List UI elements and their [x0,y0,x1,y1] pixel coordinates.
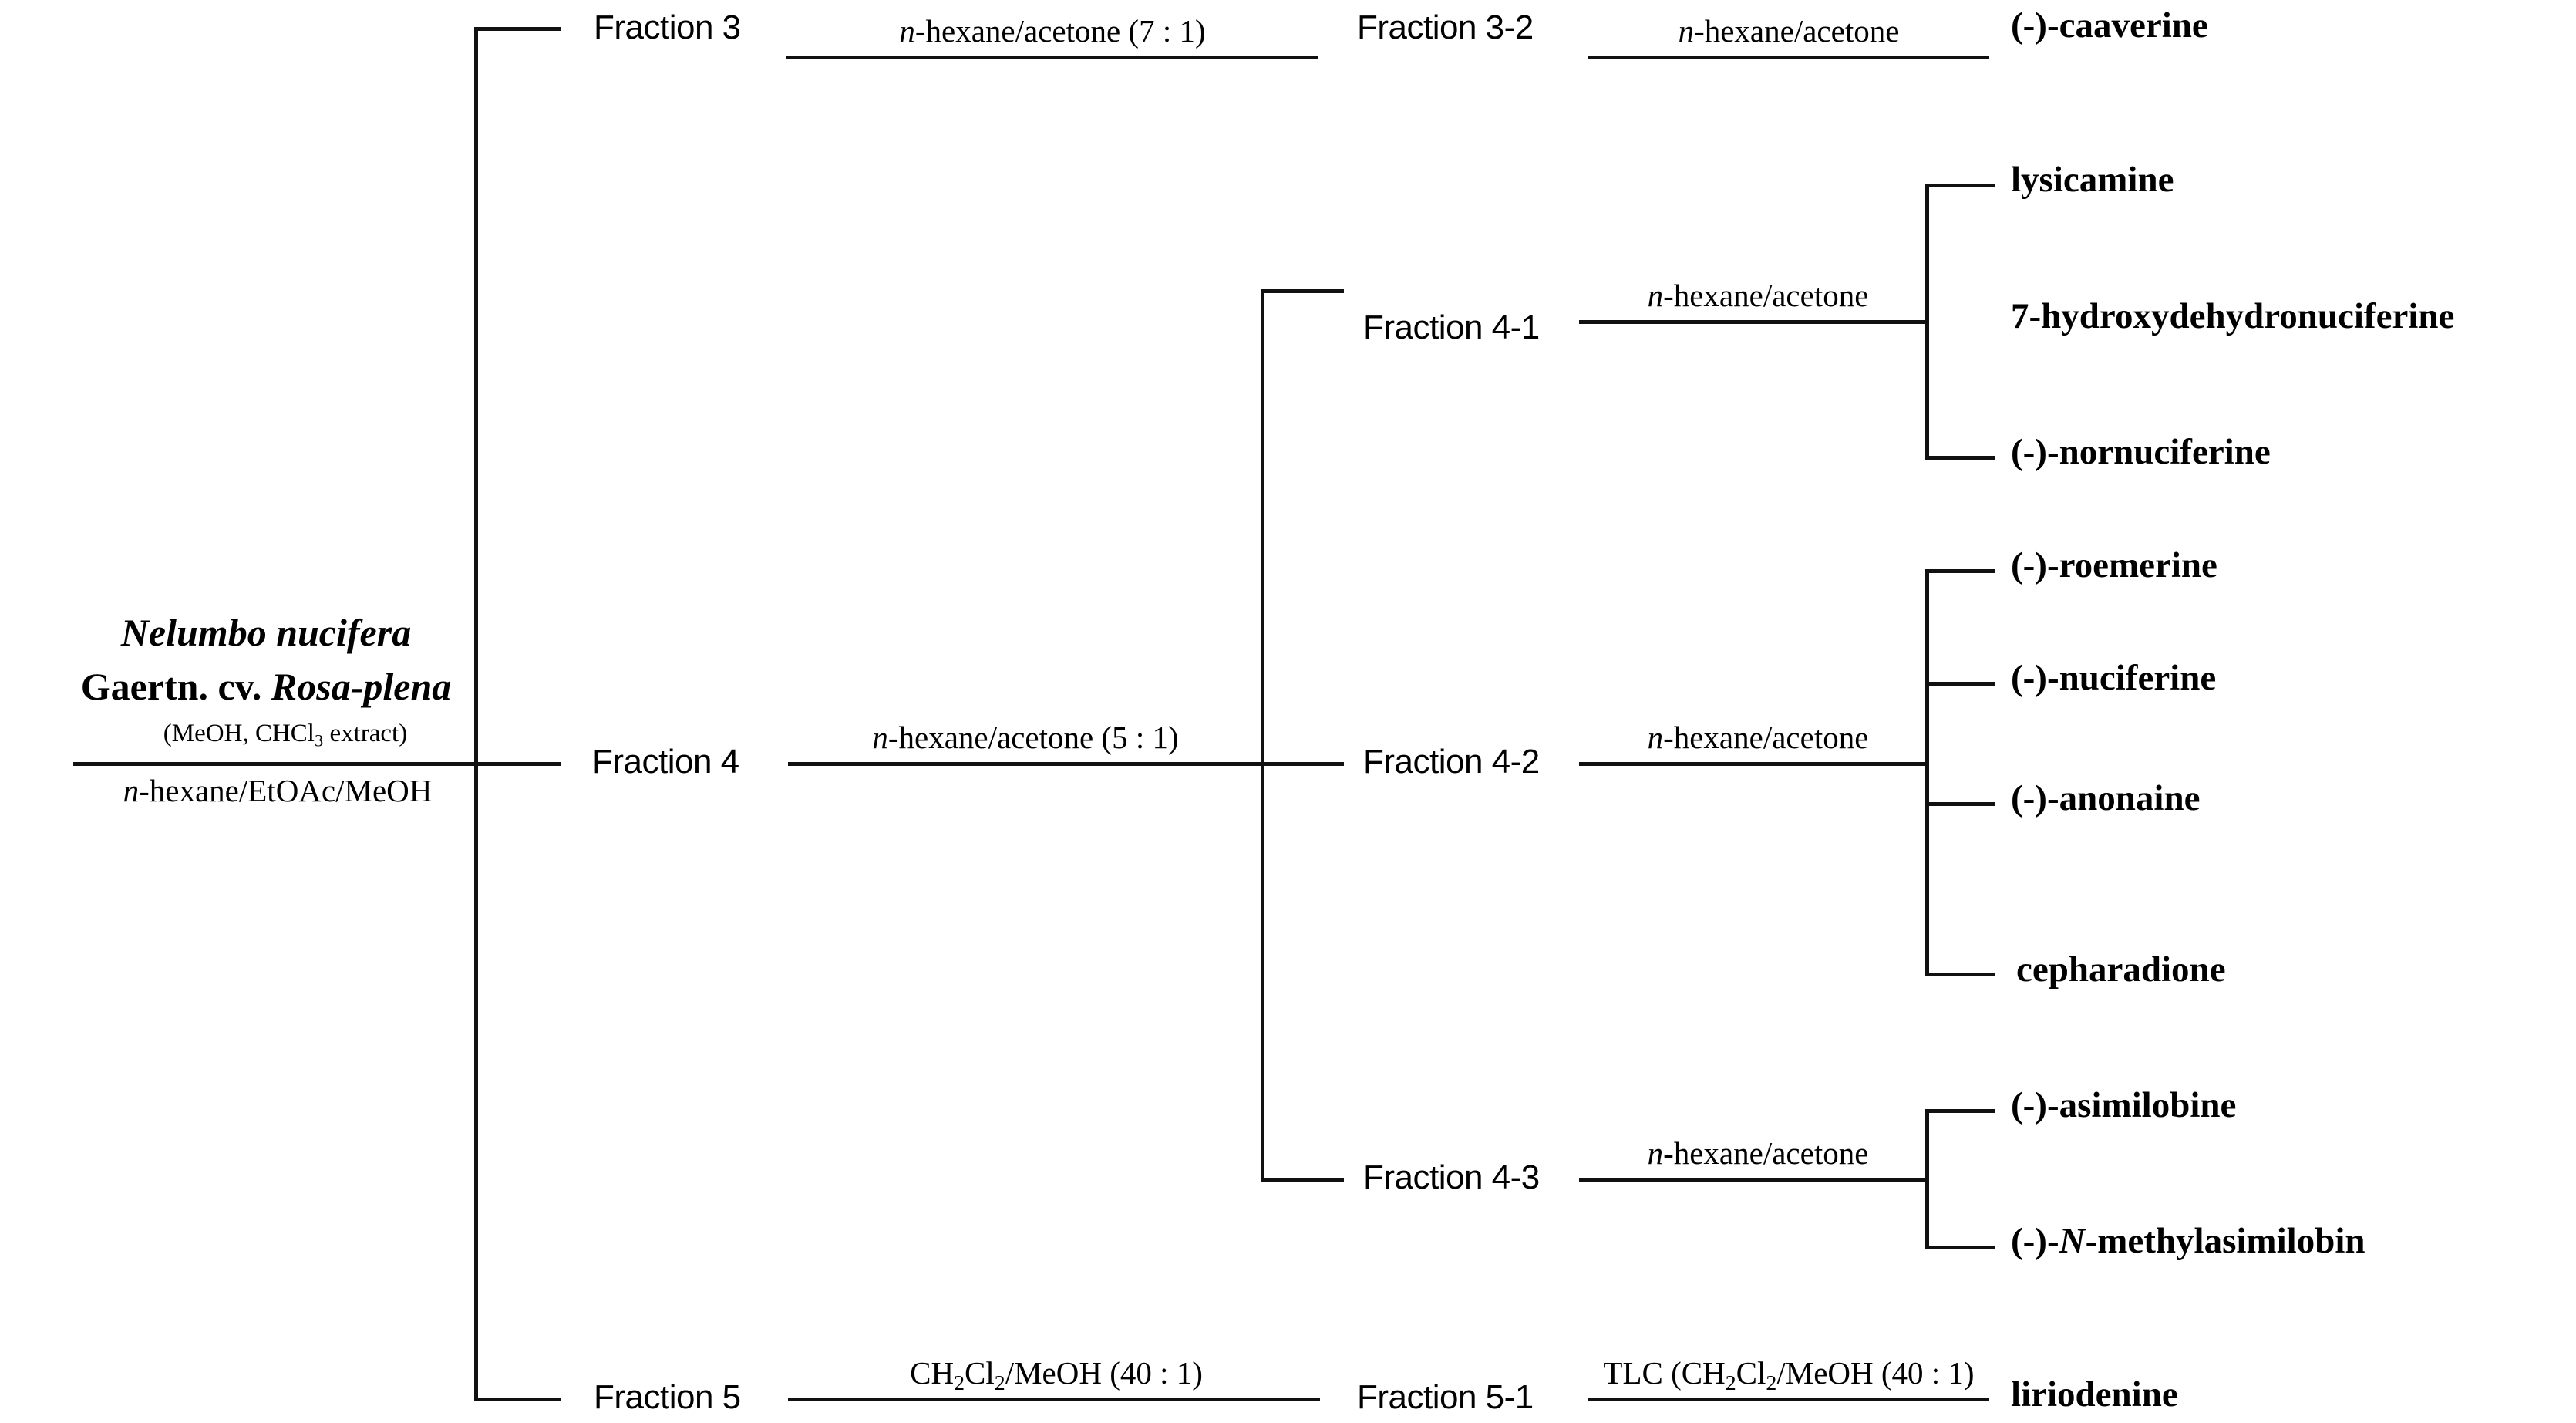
stub-to-fraction-4 [474,762,561,766]
rule-fraction4-3-to-products [1579,1178,1928,1182]
source-species-name: Nelumbo nucifera [120,611,412,654]
rule-fraction4-2-to-products [1579,762,1928,766]
compound-nornuciferine: (-)-nornuciferine [2011,432,2271,472]
stub-to-roemerine [1925,569,1995,573]
stub-to-fraction-4-3 [1261,1178,1344,1182]
compound-cepharadione: cepharadione [2016,949,2226,990]
bracket-fraction4-1-vertical [1925,184,1929,460]
node-fraction-5-1[interactable]: Fraction 5-1 [1357,1378,1534,1416]
tlc-subscript-1: 2 [1725,1371,1736,1395]
compound-roemerine: (-)-roemerine [2011,545,2217,585]
stub-to-n-methylasimilobin [1925,1246,1995,1249]
root-solvent-italic-n: n [123,773,140,808]
solvent-ratio-suffix: /MeOH (40 : 1) [1005,1355,1203,1391]
solvent-italic-n: n [1647,1135,1664,1171]
compound-asimilobine: (-)-asimilobine [2011,1085,2237,1125]
stub-to-fraction-4-1 [1261,289,1344,293]
source-cultivar-prefix: Gaertn. cv. [80,665,271,708]
rule-fraction4-to-subfractions [788,762,1264,766]
node-fraction-4[interactable]: Fraction 4 [592,743,739,781]
solvent-fraction5-to-fraction5-1: CH2Cl2/MeOH (40 : 1) [910,1357,1203,1394]
stub-to-fraction-5 [474,1398,561,1401]
node-fraction-5[interactable]: Fraction 5 [594,1378,741,1416]
rule-fraction4-1-to-products [1579,320,1928,324]
stub-to-asimilobine [1925,1109,1995,1113]
solvent-ch2cl2-prefix: CH [910,1355,955,1391]
solvent-fraction4-to-subfractions: n-hexane/acetone (5 : 1) [872,722,1178,754]
tlc-ratio-suffix: /MeOH (40 : 1) [1776,1355,1975,1391]
n-methylasimilobin-suffix: -methylasimilobin [2085,1221,2366,1261]
solvent-italic-n: n [899,13,915,49]
solvent-rest: -hexane/acetone [1663,278,1869,313]
solvent-fraction4-3-to-products: n-hexane/acetone [1648,1138,1869,1169]
stub-to-nuciferine [1925,682,1995,686]
root-partition-rule [73,762,478,766]
extract-suffix: extract) [323,720,408,747]
rule-fraction5-to-fraction5-1 [788,1398,1320,1401]
compound-nuciferine: (-)-nuciferine [2011,658,2217,698]
node-fraction-4-3[interactable]: Fraction 4-3 [1363,1158,1540,1196]
compound-anonaine: (-)-anonaine [2011,778,2201,818]
stub-to-fraction-3 [474,27,561,31]
solvent-rest: -hexane/acetone [1663,720,1869,755]
bracket-fraction4-3-vertical [1925,1109,1929,1249]
n-methylasimilobin-prefix: (-)- [2011,1221,2059,1261]
stub-to-fraction-4-2 [1261,762,1344,766]
solvent-fraction3-to-fraction3-2: n-hexane/acetone (7 : 1) [899,15,1205,47]
stub-to-lysicamine [1925,184,1995,187]
solvent-fraction5-1-to-liriodenine: TLC (CH2Cl2/MeOH (40 : 1) [1603,1357,1974,1394]
root-solvent-rest: -hexane/EtOAc/MeOH [139,773,433,808]
stub-to-anonaine [1925,802,1995,806]
solvent-rest: -hexane/acetone (5 : 1) [887,720,1179,755]
node-fraction-4-1[interactable]: Fraction 4-1 [1363,309,1540,346]
solvent-rest: -hexane/acetone (7 : 1) [914,13,1206,49]
source-cultivar-name: Gaertn. cv. Rosa-plena [81,667,452,706]
node-fraction-3[interactable]: Fraction 3 [594,8,741,46]
main-trunk-vertical [474,27,478,1401]
tlc-cl: Cl [1736,1355,1766,1391]
compound-lysicamine: lysicamine [2011,160,2174,200]
node-fraction-3-2[interactable]: Fraction 3-2 [1357,8,1534,46]
solvent-rest: -hexane/acetone [1663,1135,1869,1171]
rule-fraction3-to-fraction3-2 [786,56,1318,59]
rule-fraction5-1-to-liriodenine [1588,1398,1989,1401]
node-fraction-4-2[interactable]: Fraction 4-2 [1363,743,1540,781]
solvent-italic-n: n [1647,278,1664,313]
bracket-fraction4-2-vertical [1925,569,1929,976]
tlc-subscript-2: 2 [1766,1371,1777,1395]
rule-fraction3-2-to-caaverine [1588,56,1989,59]
solvent-rest: -hexane/acetone [1694,13,1900,49]
solvent-italic-n: n [872,720,888,755]
n-methylasimilobin-italic-N: N [2059,1221,2086,1261]
extract-subscript: 3 [314,730,324,750]
source-cultivar-epithet: Rosa-plena [271,665,452,708]
extract-prefix: (MeOH, CHCl [163,720,315,747]
compound-n-methylasimilobin: (-)-N-methylasimilobin [2011,1223,2366,1259]
solvent-fraction4-2-to-products: n-hexane/acetone [1648,722,1869,754]
stub-to-nornuciferine [1925,456,1995,460]
fraction4-subtrunk-vertical [1261,289,1264,1182]
solvent-italic-n: n [1647,720,1664,755]
compound-7-hydroxydehydronuciferine: 7-hydroxydehydronuciferine [2011,296,2455,336]
compound-liriodenine: liriodenine [2011,1374,2178,1415]
solvent-cl: Cl [965,1355,995,1391]
solvent-subscript-1: 2 [954,1371,965,1395]
tlc-prefix: TLC (CH [1603,1355,1726,1391]
solvent-fraction3-2-to-caaverine: n-hexane/acetone [1679,15,1900,47]
solvent-italic-n: n [1678,13,1695,49]
solvent-subscript-2: 2 [994,1371,1005,1395]
source-extract-label: (MeOH, CHCl3 extract) [163,721,407,750]
stub-to-cepharadione [1925,973,1995,976]
compound-caaverine: (-)-caaverine [2011,5,2208,46]
root-partition-solvent: n-hexane/EtOAc/MeOH [123,775,433,807]
solvent-fraction4-1-to-products: n-hexane/acetone [1648,280,1869,312]
